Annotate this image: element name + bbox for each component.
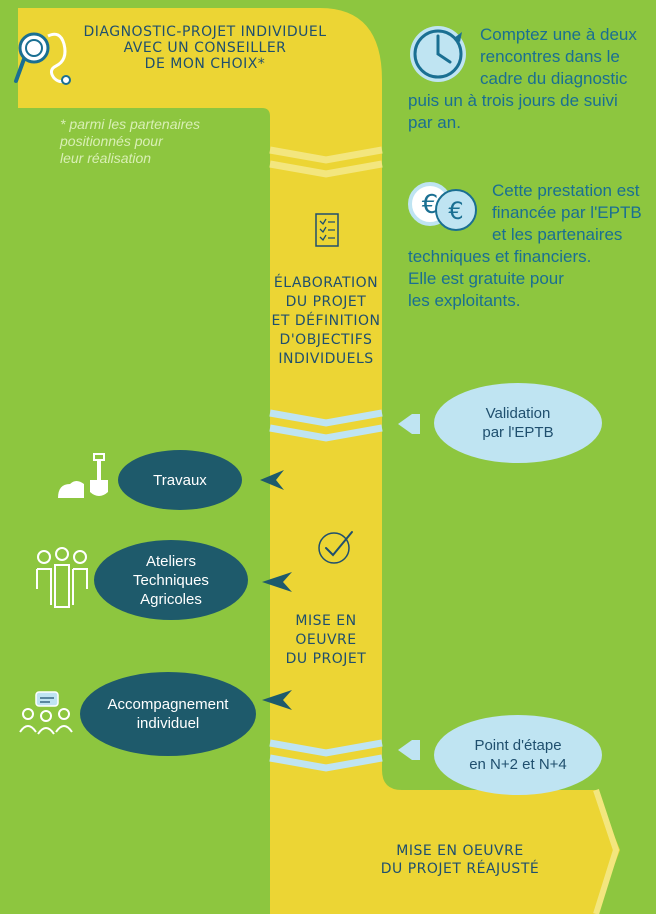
group-people-icon xyxy=(36,547,88,608)
stage-elaboration: Élaboration du projet et définition d'ob… xyxy=(271,275,381,367)
ateliers-bubble: Ateliers Techniques Agricoles xyxy=(94,540,248,620)
shovel-icon xyxy=(58,453,108,498)
duration-info: Comptez une à deux rencontres dans le ca… xyxy=(408,25,637,132)
validation-bubble: Validation par l'EPTB xyxy=(434,383,602,463)
svg-text:€: € xyxy=(448,197,463,225)
svg-text:€: € xyxy=(422,190,439,220)
stage-mise-en-oeuvre: Mise en oeuvre du projet xyxy=(285,613,367,667)
clock-icon xyxy=(410,26,466,82)
travaux-bubble: Travaux xyxy=(118,450,242,510)
footnote: * parmi les partenaires positionnés pour… xyxy=(60,116,201,166)
accompagnement-bubble: Accompagnement individuel xyxy=(80,672,256,756)
funding-info: Cette prestation est financée par l'EPTB… xyxy=(408,181,642,310)
stage-reajuste: Mise en oeuvre du projet réajusté xyxy=(380,843,540,877)
header-title: Diagnostic-Projet Individuel avec un con… xyxy=(83,24,327,72)
stethoscope-icon xyxy=(14,32,71,85)
checklist-icon xyxy=(315,213,339,247)
euro-coins-icon: € € xyxy=(408,182,477,231)
checkmark-icon xyxy=(318,531,353,564)
meeting-icon xyxy=(19,691,73,735)
point-etape-bubble: Point d'étape en N+2 et N+4 xyxy=(434,715,602,795)
